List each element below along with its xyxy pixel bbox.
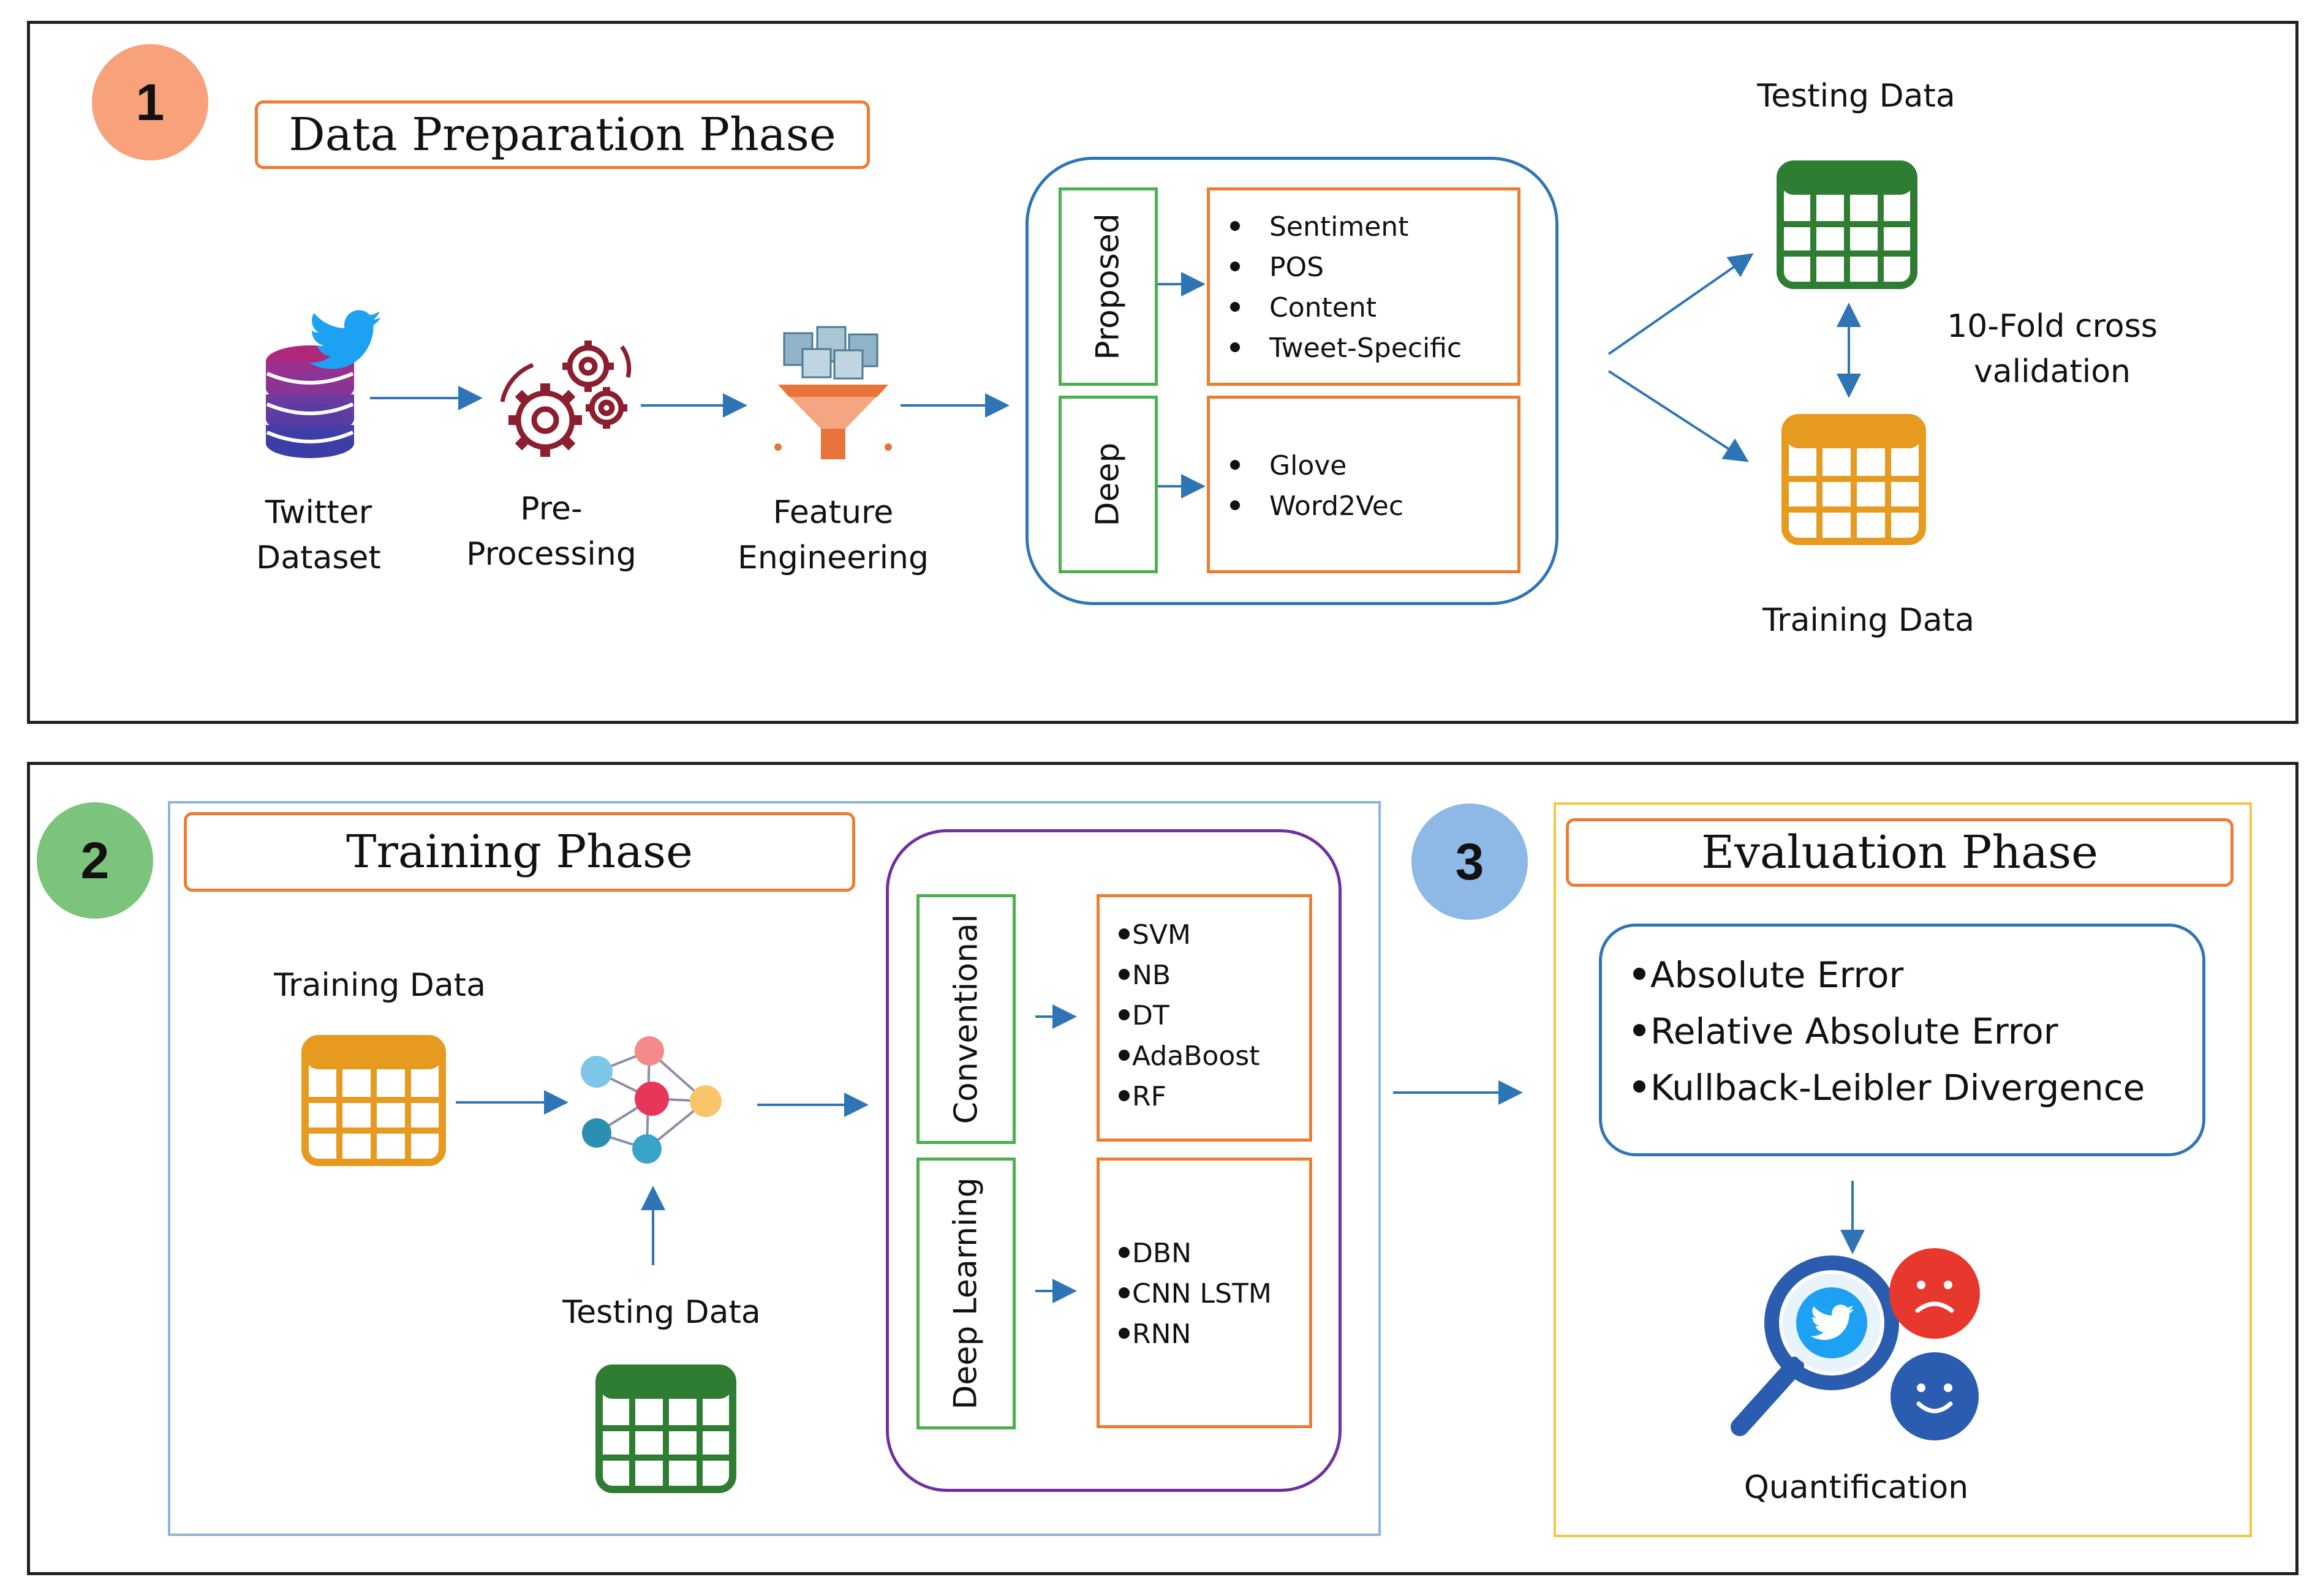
feature-engineering-line1: Feature: [772, 494, 894, 531]
model-item: DT: [1119, 996, 1260, 1036]
phase2-title: Training Phase: [184, 812, 855, 892]
quantification-icon: [1731, 1248, 1980, 1440]
twitter-dataset-line2: Dataset: [256, 540, 381, 576]
phase1-title: Data Preparation Phase: [255, 100, 870, 169]
phase3-title: Evaluation Phase: [1566, 818, 2234, 887]
models-container: [886, 829, 1342, 1492]
metrics-list: Absolute Error Relative Absolute Error K…: [1633, 947, 2145, 1116]
cross-validation-line1: 10-Fold cross: [1947, 308, 2158, 345]
conventional-models-box: [1097, 894, 1312, 1142]
preprocessing-label-2: Processing: [466, 536, 636, 573]
deep-models-list: DBN CNN LSTM RNN: [1119, 1233, 1272, 1355]
data-preparation-panel: [27, 21, 2298, 724]
metric-item: Kullback-Leibler Divergence: [1633, 1060, 2145, 1116]
proposed-features-box: [1207, 187, 1520, 386]
feature-item: Tweet-Specific: [1230, 328, 1462, 369]
model-item: RF: [1119, 1077, 1260, 1117]
testing-data-label: Testing Data: [562, 1294, 761, 1331]
deep-label-box: Deep: [1059, 396, 1158, 573]
cross-validation-line2: validation: [1973, 353, 2131, 390]
proposed-features-list: Sentiment POS Content Tweet-Specific: [1230, 207, 1462, 369]
twitter-bird-icon: [309, 310, 382, 369]
training-phase-frame: [168, 801, 1381, 1536]
testing-table-icon-2: [595, 1365, 736, 1493]
metrics-container: [1599, 924, 2205, 1156]
phase1-badge: 1: [92, 44, 208, 160]
arrow-to-training: [1607, 370, 1749, 462]
deep-models-box: [1097, 1157, 1312, 1428]
model-item: RNN: [1119, 1314, 1272, 1355]
twitter-dataset-label: Twitter Dataset: [233, 490, 404, 581]
feature-item: Glove: [1230, 446, 1403, 486]
conventional-models-list: SVM NB DT AdaBoost RF: [1119, 915, 1260, 1117]
arrow-to-testing: [1607, 253, 1754, 355]
phase3-badge: 3: [1411, 804, 1528, 920]
feature-engineering-line2: Engineering: [738, 540, 929, 576]
neural-network-icon: [581, 1036, 722, 1164]
model-item: AdaBoost: [1119, 1036, 1260, 1077]
model-item: SVM: [1119, 915, 1260, 955]
evaluation-phase-frame: [1554, 802, 2252, 1537]
training-data-label: Training Data: [274, 967, 486, 1004]
feature-item: Sentiment: [1230, 207, 1462, 247]
model-item: DBN: [1119, 1233, 1272, 1274]
model-item: CNN LSTM: [1119, 1274, 1272, 1314]
gears-icon: [500, 341, 632, 457]
feature-item: Content: [1230, 288, 1462, 328]
training-evaluation-panel: [27, 762, 2298, 1575]
feature-set-container: [1026, 157, 1558, 605]
training-table-icon: [1781, 414, 1926, 545]
preprocessing-label: Pre-: [520, 491, 583, 527]
conventional-label-box: Conventional: [916, 894, 1016, 1144]
deep-learning-label-box: Deep Learning: [916, 1157, 1016, 1429]
database-icon: [266, 345, 354, 458]
feature-item: POS: [1230, 247, 1462, 288]
training-data-label-top: Training Data: [1762, 602, 1974, 639]
training-table-icon-2: [301, 1035, 446, 1166]
deep-features-list: Glove Word2Vec: [1230, 446, 1403, 527]
proposed-label-box: Proposed: [1059, 187, 1158, 386]
twitter-dataset-line1: Twitter: [265, 494, 372, 531]
testing-table-icon: [1777, 160, 1917, 289]
feature-item: Word2Vec: [1230, 486, 1403, 527]
funnel-icon: [774, 326, 892, 459]
metric-item: Relative Absolute Error: [1633, 1003, 2145, 1060]
phase2-badge: 2: [37, 802, 153, 919]
deep-features-box: [1207, 396, 1520, 573]
model-item: NB: [1119, 955, 1260, 996]
metric-item: Absolute Error: [1633, 947, 2145, 1003]
quantification-label: Quantification: [1743, 1469, 1969, 1506]
testing-data-label-top: Testing Data: [1757, 78, 1955, 115]
cross-validation-label: 10-Fold cross validation: [1930, 304, 2175, 394]
feature-engineering-label: Feature Engineering: [723, 490, 943, 581]
